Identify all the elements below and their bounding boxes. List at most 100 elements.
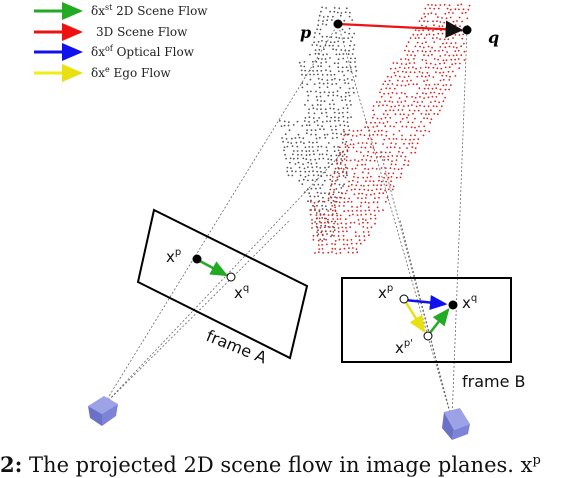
cloud-point xyxy=(319,128,321,131)
cloud-point xyxy=(355,235,357,238)
cloud-point xyxy=(404,138,407,141)
cloud-point xyxy=(313,205,316,208)
cloud-point xyxy=(379,101,381,103)
cloud-point xyxy=(348,49,350,52)
cloud-point xyxy=(322,82,325,85)
cloud-point xyxy=(448,45,451,48)
cloud-point xyxy=(318,14,321,17)
cloud-point xyxy=(450,84,452,86)
cloud-point xyxy=(363,188,366,191)
cloud-point xyxy=(316,108,318,110)
cloud-point xyxy=(395,159,398,162)
cloud-point xyxy=(334,182,336,185)
cloud-point xyxy=(369,159,372,162)
cloud-point xyxy=(414,117,416,120)
cloud-point xyxy=(427,105,430,108)
cloud-point xyxy=(370,121,372,124)
cloud-point xyxy=(380,167,383,169)
cloud-point xyxy=(439,46,442,48)
cloud-point xyxy=(332,231,335,233)
cloud-point xyxy=(327,197,330,200)
cloud-point xyxy=(382,209,384,212)
cloud-point xyxy=(358,192,360,195)
cloud-point xyxy=(299,170,302,173)
cloud-point xyxy=(311,44,314,46)
cloud-point xyxy=(399,66,401,69)
cloud-point xyxy=(384,116,387,119)
cloud-point xyxy=(396,62,398,65)
cloud-point xyxy=(318,136,321,139)
cloud-point xyxy=(365,159,368,161)
cloud-point xyxy=(427,13,430,15)
cloud-point xyxy=(408,62,411,64)
cloud-point xyxy=(330,235,332,238)
cloud-point xyxy=(372,116,374,119)
cloud-point xyxy=(325,61,327,63)
cloud-point xyxy=(370,193,372,196)
cloud-point xyxy=(405,63,408,66)
cloud-point xyxy=(450,58,453,61)
cloud-point xyxy=(369,180,371,183)
cloud-point xyxy=(462,8,465,11)
cloud-point xyxy=(329,125,332,128)
cloud-point xyxy=(439,109,441,112)
cloud-point xyxy=(360,210,362,212)
cloud-point xyxy=(294,163,297,165)
cloud-point xyxy=(416,101,419,103)
cloud-point xyxy=(432,20,434,23)
cloud-point xyxy=(352,130,355,132)
cloud-point xyxy=(421,101,424,103)
cloud-point xyxy=(329,178,332,181)
cloud-point xyxy=(456,20,458,22)
cloud-point xyxy=(436,20,438,23)
cloud-point xyxy=(353,32,356,35)
cloud-point xyxy=(346,111,349,114)
cloud-point xyxy=(355,248,358,251)
cloud-point xyxy=(352,251,354,254)
cloud-point xyxy=(336,11,339,14)
cloud-point xyxy=(323,100,326,103)
cloud-point xyxy=(416,129,418,132)
cloud-point xyxy=(348,180,350,183)
cloud-point xyxy=(333,73,336,76)
cloud-point xyxy=(409,71,412,74)
frame-b-ego-flow-arrow xyxy=(403,300,426,334)
cloud-point xyxy=(335,36,338,39)
cloud-point xyxy=(342,115,345,118)
cloud-point xyxy=(329,120,332,123)
cloud-point xyxy=(321,248,324,250)
cloud-point xyxy=(407,121,410,124)
cloud-point xyxy=(372,201,375,204)
cloud-point xyxy=(380,95,383,98)
cloud-point xyxy=(438,101,440,104)
cloud-point xyxy=(429,101,432,103)
cloud-point xyxy=(311,104,314,107)
cloud-point xyxy=(356,251,359,254)
cloud-point xyxy=(446,25,449,28)
cloud-point xyxy=(429,121,432,124)
cloud-point xyxy=(454,42,457,44)
cloud-point xyxy=(330,74,332,76)
cloud-point xyxy=(340,222,343,225)
cloud-point xyxy=(427,3,430,6)
cloud-point xyxy=(298,61,301,64)
cloud-point xyxy=(309,73,311,76)
cloud-point xyxy=(461,12,464,15)
cloud-point xyxy=(320,62,323,64)
cloud-point xyxy=(359,205,362,208)
cloud-point xyxy=(345,159,348,162)
cloud-point xyxy=(314,129,317,132)
cloud-point xyxy=(411,121,414,124)
cloud-point xyxy=(341,99,343,102)
cloud-point xyxy=(353,193,356,196)
cloud-point xyxy=(427,45,430,48)
cloud-point xyxy=(335,48,338,51)
cloud-point xyxy=(392,133,395,136)
cloud-point xyxy=(291,145,294,148)
cloud-point xyxy=(414,29,417,32)
cloud-point xyxy=(395,138,398,140)
cloud-point xyxy=(317,24,319,27)
cloud-point xyxy=(360,129,363,132)
cloud-point xyxy=(326,53,328,56)
label-q: q xyxy=(488,28,499,47)
